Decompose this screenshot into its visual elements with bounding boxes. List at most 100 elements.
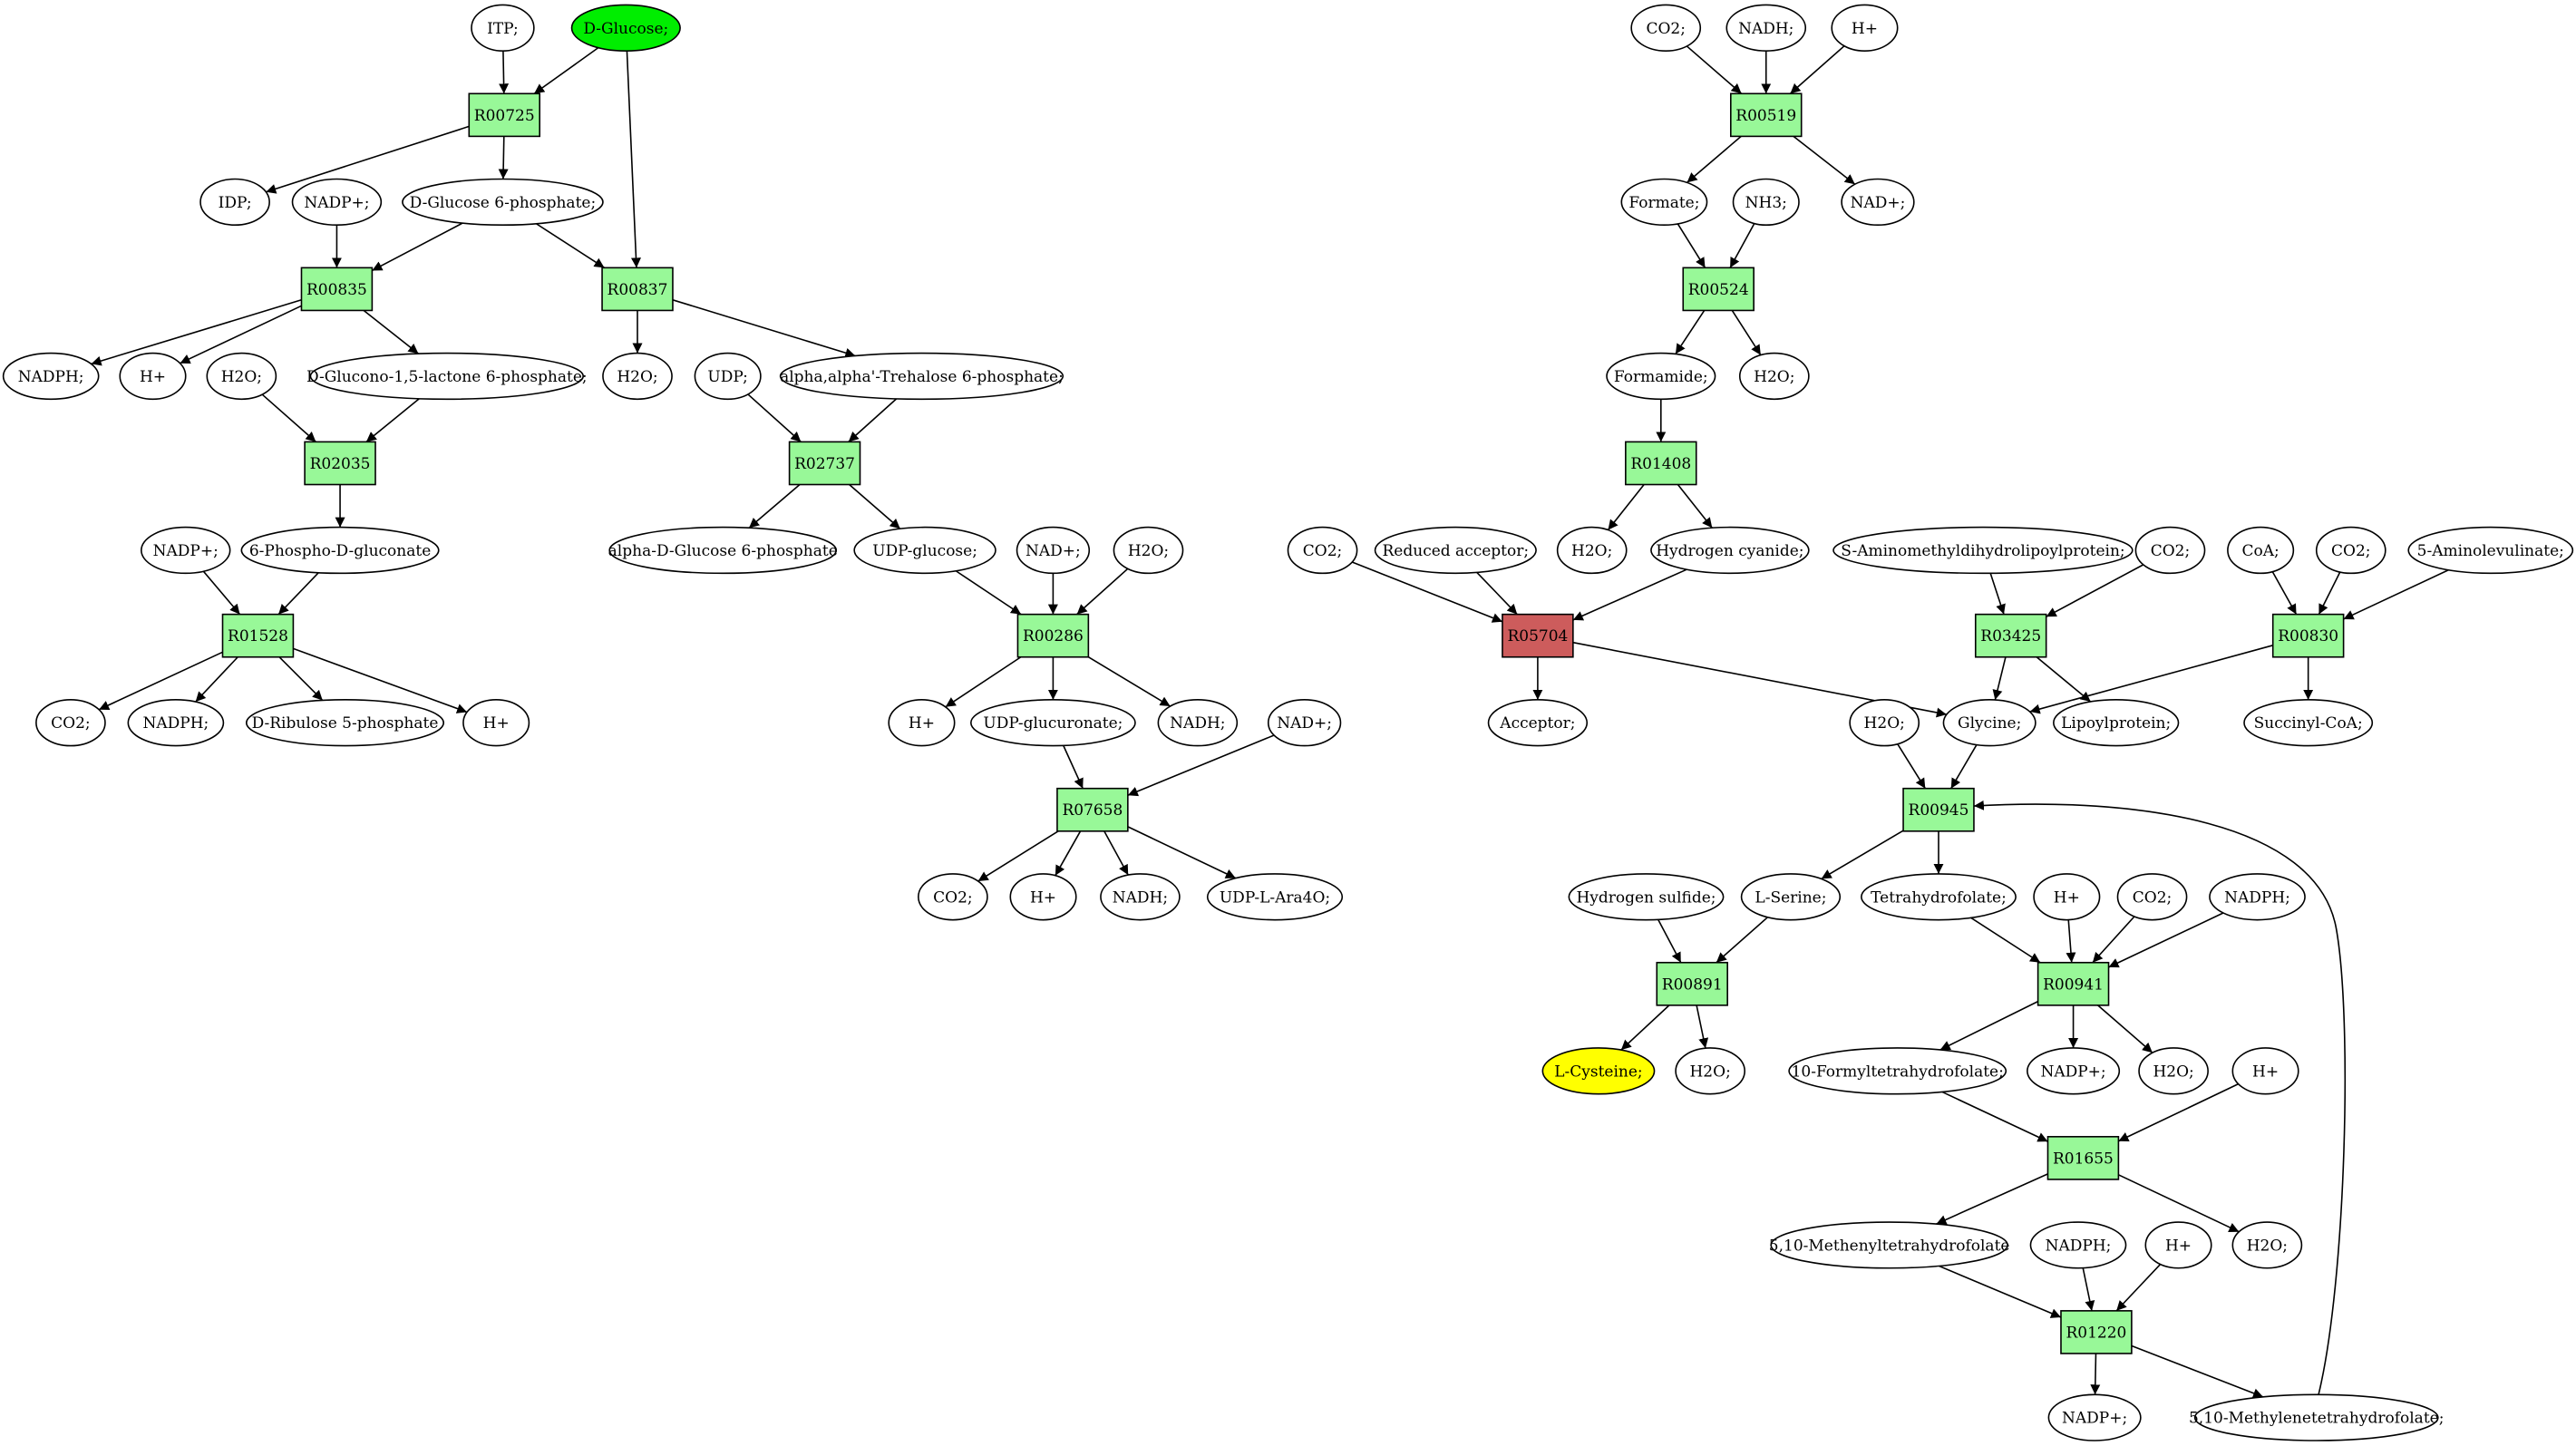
- compound-node-nadph-b[interactable]: NADPH;: [127, 699, 225, 747]
- compound-node-ala[interactable]: 5-Aminolevulinate;: [2407, 526, 2574, 575]
- compound-node-hcn[interactable]: Hydrogen cyanide;: [1650, 526, 1810, 575]
- compound-label: alpha,alpha'-Trehalose 6-phosphate;: [780, 368, 1064, 386]
- compound-node-formate[interactable]: Formate;: [1620, 178, 1708, 227]
- compound-node-succoa[interactable]: Succinyl-CoA;: [2243, 699, 2374, 747]
- compound-node-udpara[interactable]: UDP-L-Ara4O;: [1206, 873, 1344, 921]
- reaction-node-r00524[interactable]: R00524: [1682, 267, 1755, 312]
- compound-node-h2o-d[interactable]: H2O;: [1738, 352, 1810, 401]
- compound-node-nadp-b[interactable]: NADP+;: [141, 526, 231, 575]
- compound-node-h-a[interactable]: H+: [119, 352, 187, 401]
- compound-node-h2o-a[interactable]: H2O;: [206, 352, 277, 401]
- reaction-node-r00286[interactable]: R00286: [1016, 613, 1090, 658]
- compound-node-thf[interactable]: Tetrahydrofolate;: [1861, 873, 2017, 921]
- compound-node-h2o-h[interactable]: H2O;: [2138, 1047, 2209, 1095]
- reaction-node-r01655[interactable]: R01655: [2046, 1136, 2120, 1180]
- compound-node-acceptor[interactable]: Acceptor;: [1487, 699, 1589, 747]
- compound-node-6pg[interactable]: 6-Phospho-D-gluconate: [240, 526, 440, 575]
- compound-label: UDP-L-Ara4O;: [1220, 888, 1330, 907]
- compound-node-h2o-b[interactable]: H2O;: [602, 352, 673, 401]
- compound-node-nadph-d[interactable]: NADPH;: [2029, 1221, 2127, 1269]
- compound-node-co2-a[interactable]: CO2;: [35, 699, 106, 747]
- reaction-node-r02035[interactable]: R02035: [304, 441, 376, 486]
- compound-node-udp[interactable]: UDP;: [694, 352, 762, 401]
- compound-node-co2-f[interactable]: CO2;: [2315, 526, 2386, 575]
- edge-r-01528-to-c-h-b: [293, 647, 468, 713]
- edge-r-01408-to-c-hcn: [1677, 484, 1713, 529]
- reaction-node-r00725[interactable]: R00725: [468, 92, 540, 138]
- compound-node-nadh-a[interactable]: NADH;: [1157, 699, 1239, 747]
- reaction-node-r00945[interactable]: R00945: [1902, 787, 1975, 832]
- reaction-node-r01408[interactable]: R01408: [1625, 441, 1697, 486]
- compound-node-nh3[interactable]: NH3;: [1732, 178, 1800, 227]
- compound-ellipse: [1738, 352, 1810, 401]
- compound-ellipse: [1861, 873, 2017, 921]
- reaction-node-r07658[interactable]: R07658: [1056, 787, 1129, 832]
- compound-node-h-g[interactable]: H+: [2231, 1047, 2299, 1095]
- compound-node-h-e[interactable]: H+: [1831, 4, 1899, 52]
- compound-node-h-h[interactable]: H+: [2144, 1221, 2212, 1269]
- compound-node-co2-d[interactable]: CO2;: [1287, 526, 1358, 575]
- reaction-node-r03425[interactable]: R03425: [1974, 613, 2047, 658]
- compound-node-h2o-f[interactable]: H2O;: [1849, 699, 1920, 747]
- compound-node-methenyl[interactable]: 5,10-Methenyltetrahydrofolate: [1769, 1221, 2010, 1269]
- compound-node-nad-c[interactable]: NAD+;: [1841, 178, 1915, 227]
- compound-node-redacc[interactable]: Reduced acceptor;: [1374, 526, 1537, 575]
- compound-node-nadp-c[interactable]: NADP+;: [2027, 1047, 2121, 1095]
- compound-node-samlp[interactable]: S-Aminomethyldihydrolipoylprotein;: [1832, 526, 2134, 575]
- compound-node-h2o-c[interactable]: H2O;: [1113, 526, 1184, 575]
- compound-node-glycine[interactable]: Glycine;: [1942, 699, 2036, 747]
- compound-node-co2-e[interactable]: CO2;: [2134, 526, 2206, 575]
- edge-c-ala-to-r-00830: [2343, 569, 2449, 620]
- compound-node-idp[interactable]: IDP;: [199, 178, 270, 227]
- compound-node-methylene[interactable]: 5,10-Methylenetetrahydrofolate;: [2189, 1393, 2444, 1441]
- reaction-node-r01528[interactable]: R01528: [221, 613, 295, 658]
- compound-ellipse: [1374, 526, 1537, 575]
- compound-node-nadp-d[interactable]: NADP+;: [2047, 1393, 2142, 1441]
- compound-node-dglucose[interactable]: D-Glucose;: [570, 4, 681, 52]
- compound-node-serine[interactable]: L-Serine;: [1740, 873, 1842, 921]
- reaction-node-r00891[interactable]: R00891: [1656, 961, 1728, 1006]
- compound-node-glucono[interactable]: D-Glucono-1,5-lactone 6-phosphate;: [306, 352, 588, 401]
- compound-node-trehalose[interactable]: alpha,alpha'-Trehalose 6-phosphate;: [779, 352, 1064, 401]
- compound-node-h2o-g[interactable]: H2O;: [1675, 1047, 1745, 1095]
- compound-node-udpglcua[interactable]: UDP-glucuronate;: [970, 699, 1136, 747]
- reaction-node-r01220[interactable]: R01220: [2060, 1310, 2133, 1354]
- reaction-node-r00519[interactable]: R00519: [1729, 92, 1803, 138]
- compound-node-co2-b[interactable]: CO2;: [918, 873, 988, 921]
- reaction-node-r05704[interactable]: R05704: [1502, 613, 1574, 658]
- compound-node-formamide[interactable]: Formamide;: [1606, 352, 1716, 401]
- compound-node-g6p[interactable]: D-Glucose 6-phosphate;: [402, 178, 604, 227]
- compound-node-h-d[interactable]: H+: [1009, 873, 1077, 921]
- compound-node-lipoyl[interactable]: Lipoylprotein;: [2053, 699, 2180, 747]
- compound-node-nadp-a[interactable]: NADP+;: [291, 178, 383, 227]
- compound-ellipse: [2231, 1047, 2299, 1095]
- compound-node-itp[interactable]: ITP;: [471, 4, 535, 52]
- compound-node-h2o-e[interactable]: H2O;: [1556, 526, 1628, 575]
- compound-ellipse: [2, 352, 100, 401]
- reaction-node-r00837[interactable]: R00837: [601, 267, 674, 312]
- compound-node-nadph-a[interactable]: NADPH;: [2, 352, 100, 401]
- reaction-node-r00941[interactable]: R00941: [2036, 961, 2110, 1006]
- compound-label: H+: [909, 714, 935, 733]
- compound-node-10fthf[interactable]: 10-Formyltetrahydrofolate;: [1788, 1047, 2007, 1095]
- compound-node-nad-a[interactable]: NAD+;: [1016, 526, 1091, 575]
- compound-node-h-b[interactable]: H+: [462, 699, 530, 747]
- compound-node-co2-c[interactable]: CO2;: [1630, 4, 1702, 52]
- compound-node-udpglc[interactable]: UDP-glucose;: [853, 526, 996, 575]
- compound-node-co2-g[interactable]: CO2;: [2116, 873, 2188, 921]
- compound-node-nadh-b[interactable]: NADH;: [1100, 873, 1181, 921]
- compound-node-h-f[interactable]: H+: [2033, 873, 2101, 921]
- compound-node-h2s[interactable]: Hydrogen sulfide;: [1568, 873, 1725, 921]
- compound-node-ag6p[interactable]: alpha-D-Glucose 6-phosphate: [608, 526, 838, 575]
- compound-node-cysteine[interactable]: L-Cysteine;: [1541, 1047, 1656, 1095]
- compound-node-coa[interactable]: CoA;: [2227, 526, 2295, 575]
- reaction-node-r00830[interactable]: R00830: [2271, 613, 2345, 658]
- compound-node-h-c[interactable]: H+: [888, 699, 956, 747]
- compound-node-h2o-i[interactable]: H2O;: [2231, 1221, 2303, 1269]
- compound-node-nadph-c[interactable]: NADPH;: [2209, 873, 2306, 921]
- reaction-node-r00835[interactable]: R00835: [300, 267, 374, 312]
- compound-node-ru5p[interactable]: D-Ribulose 5-phosphate: [245, 699, 445, 747]
- compound-node-nadh-c[interactable]: NADH;: [1725, 4, 1807, 52]
- reaction-node-r02737[interactable]: R02737: [788, 441, 861, 486]
- compound-node-nad-b[interactable]: NAD+;: [1267, 699, 1342, 747]
